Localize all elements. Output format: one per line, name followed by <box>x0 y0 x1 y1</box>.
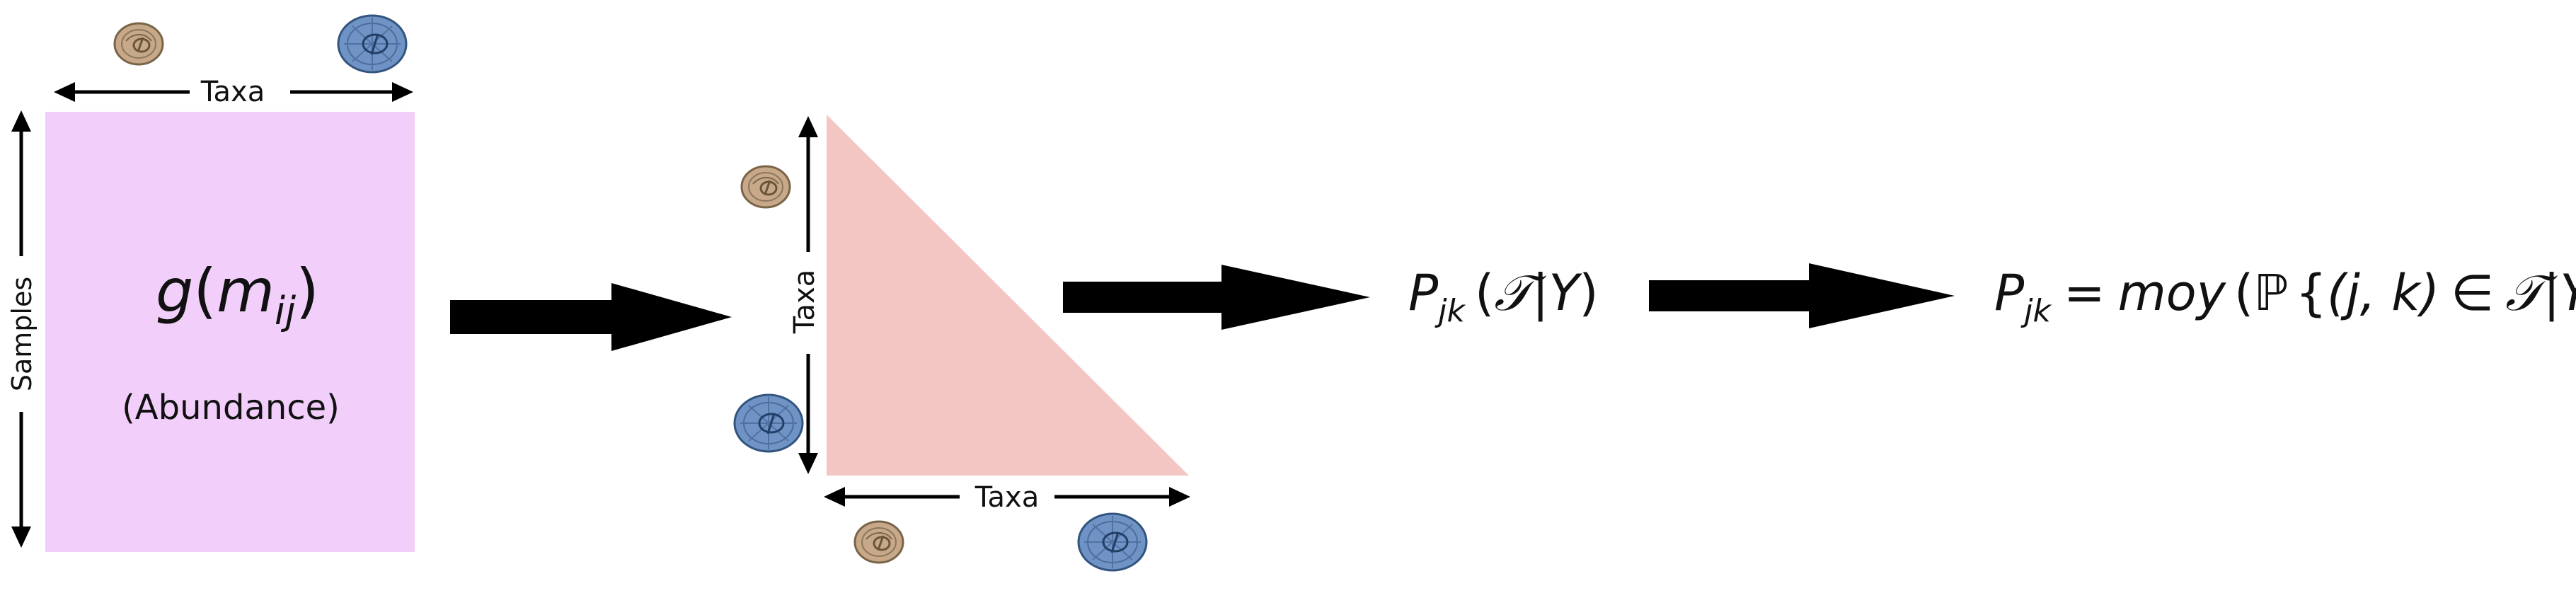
matrix-left-axis-arrow <box>11 110 31 548</box>
triangle-panel: Taxa Taxa <box>733 115 1190 572</box>
matrix-top-axis-arrow <box>54 82 413 102</box>
tan-foraminifera-icon <box>853 520 904 564</box>
matrix-caption: (Abundance) <box>122 388 340 427</box>
blue-foraminifera-icon <box>1077 512 1148 572</box>
flow-arrow-3 <box>1649 263 1955 328</box>
flow-arrow-1 <box>450 283 732 351</box>
flow-arrow-2 <box>1063 265 1370 330</box>
formula-mean-probability: Pjk=moy(ℙ{(j, k)∈𝒯|Y}) <box>1994 264 2576 329</box>
triangle-bottom-axis-label: Taxa <box>974 481 1040 514</box>
blue-foraminifera-icon <box>733 393 804 453</box>
triangle-left-axis-label: Taxa <box>788 270 821 335</box>
tan-foraminifera-icon <box>113 22 164 66</box>
taxa-association-triangle <box>827 115 1189 476</box>
matrix-left-axis-label: Samples <box>6 277 38 391</box>
triangle-bottom-axis-arrow <box>824 487 1190 507</box>
formula-probability: Pjk(𝒯|Y) <box>1408 264 1599 329</box>
abundance-matrix <box>45 112 415 552</box>
matrix-formula: g(mij) <box>156 256 319 333</box>
tan-foraminifera-icon <box>740 165 791 209</box>
triangle-left-axis-arrow <box>798 116 818 474</box>
blue-foraminifera-icon <box>337 14 408 74</box>
matrix-panel: Taxa Samples g(mij) (Abundance) <box>6 14 415 552</box>
matrix-top-axis-label: Taxa <box>200 76 265 108</box>
